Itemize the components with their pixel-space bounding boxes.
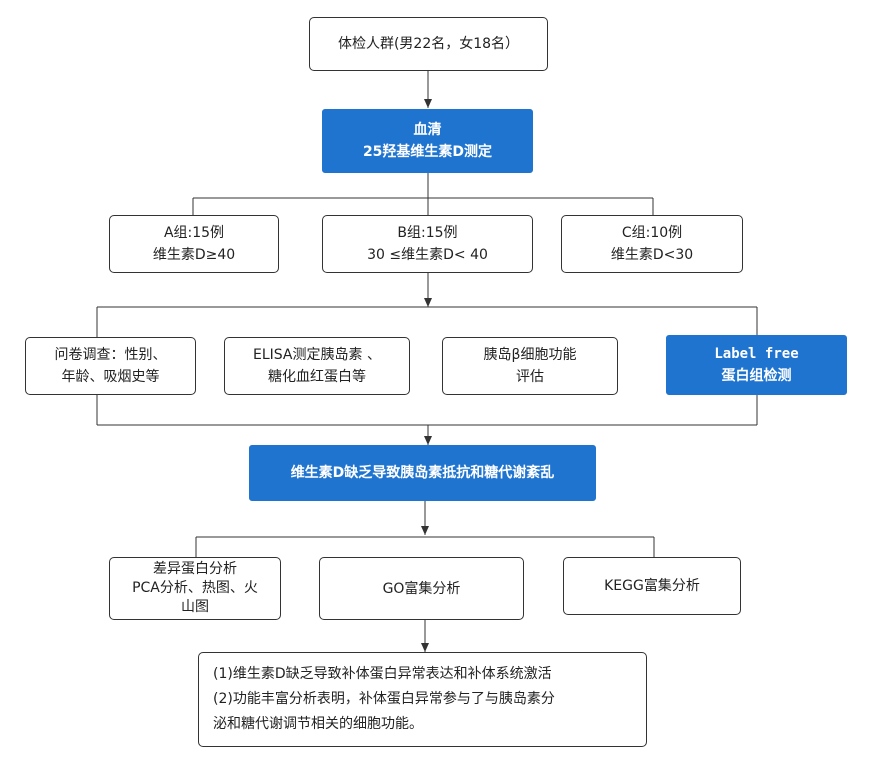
method-beta-cell-line2: 评估 [516, 369, 544, 385]
serum-box: 血清 25羟基维生素D测定 [322, 109, 533, 173]
conclusion-line3: 泌和糖代谢调节相关的细胞功能。 [213, 716, 423, 732]
analysis-go-text: GO富集分析 [382, 580, 461, 597]
serum-subtitle: 25羟基维生素D测定 [362, 144, 493, 160]
method-proteomics-line2: 蛋白组检测 [721, 368, 792, 384]
group-c-label: C组:10例 [621, 225, 683, 241]
method-beta-cell-line1: 胰岛β细胞功能 [483, 347, 577, 363]
method-elisa-line1: ELISA测定胰岛素 、 [253, 347, 381, 363]
analysis-go-box: GO富集分析 [319, 557, 524, 620]
serum-title: 血清 [413, 122, 442, 138]
method-proteomics-line1: Label free [714, 346, 799, 362]
group-b-criterion: 30 ≤维生素D< 40 [367, 247, 488, 263]
analysis-differential-box: 差异蛋白分析 PCA分析、热图、火 山图 [109, 557, 281, 620]
group-a-criterion: 维生素D≥40 [152, 247, 236, 263]
method-proteomics-box: Label free 蛋白组检测 [666, 335, 847, 395]
method-elisa-box: ELISA测定胰岛素 、 糖化血红蛋白等 [224, 337, 410, 395]
group-a-box: A组:15例 维生素D≥40 [109, 215, 279, 273]
group-c-criterion: 维生素D<30 [610, 247, 694, 263]
finding-box: 维生素D缺乏导致胰岛素抵抗和糖代谢紊乱 [249, 445, 596, 501]
analysis-differential-line1: 差异蛋白分析 [153, 561, 237, 577]
finding-text: 维生素D缺乏导致胰岛素抵抗和糖代谢紊乱 [290, 465, 555, 481]
method-questionnaire-box: 问卷调查：性别、 年龄、吸烟史等 [25, 337, 196, 395]
conclusion-box: (1)维生素D缺乏导致补体蛋白异常表达和补体系统激活 (2)功能丰富分析表明，补… [198, 652, 647, 747]
group-b-box: B组:15例 30 ≤维生素D< 40 [322, 215, 533, 273]
conclusion-line2: (2)功能丰富分析表明，补体蛋白异常参与了与胰岛素分 [213, 691, 555, 707]
analysis-kegg-text: KEGG富集分析 [604, 578, 700, 594]
population-box: 体检人群(男22名，女18名） [309, 17, 548, 71]
population-text: 体检人群(男22名，女18名） [337, 36, 520, 52]
group-b-label: B组:15例 [397, 225, 458, 241]
conclusion-line1: (1)维生素D缺乏导致补体蛋白异常表达和补体系统激活 [213, 666, 552, 682]
method-elisa-line2: 糖化血红蛋白等 [268, 369, 366, 385]
group-a-label: A组:15例 [163, 225, 225, 241]
analysis-kegg-box: KEGG富集分析 [563, 557, 741, 615]
method-questionnaire-line1: 问卷调查：性别、 [54, 347, 167, 363]
method-beta-cell-box: 胰岛β细胞功能 评估 [442, 337, 618, 395]
group-c-box: C组:10例 维生素D<30 [561, 215, 743, 273]
method-questionnaire-line2: 年龄、吸烟史等 [61, 369, 160, 385]
analysis-differential-line2: PCA分析、热图、火 [132, 580, 258, 596]
analysis-differential-line3: 山图 [181, 599, 209, 615]
